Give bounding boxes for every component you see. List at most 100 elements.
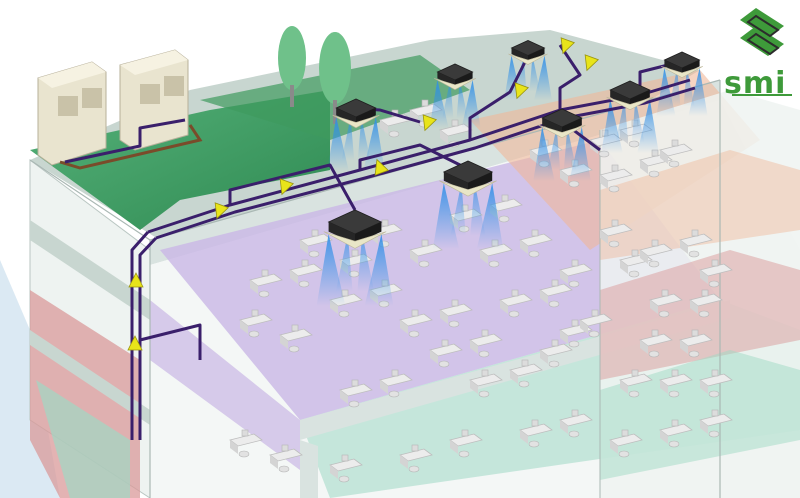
chair-icon (458, 450, 470, 458)
desk-icon (599, 219, 633, 244)
desk-icon (249, 269, 283, 294)
chair-icon (348, 400, 360, 408)
desk-icon (329, 454, 363, 479)
desk-icon (689, 289, 723, 314)
desk-icon (239, 309, 273, 334)
desk-icon (699, 259, 733, 284)
chair-icon (388, 390, 400, 398)
desk-icon (649, 289, 683, 314)
floor-green-zone (36, 380, 130, 498)
pipe-branch-2 (358, 143, 471, 172)
chair-icon (408, 465, 420, 473)
chair-icon (628, 270, 640, 278)
desk-icon (579, 309, 613, 334)
chair-icon (688, 350, 700, 358)
desk-icon (659, 139, 693, 164)
chair-icon (688, 250, 700, 258)
chair-icon (708, 390, 720, 398)
chair-icon (648, 260, 660, 268)
ceiling-cassette-icon (439, 160, 497, 197)
chair-icon (658, 310, 670, 318)
desk-icon (639, 329, 673, 354)
chair-icon (528, 250, 540, 258)
flow-arrow-icon (514, 82, 530, 100)
desk-icon (439, 299, 473, 324)
desk-icon (399, 309, 433, 334)
desk-icon (679, 329, 713, 354)
chair-icon (568, 340, 580, 348)
air-flow-cone (533, 127, 591, 181)
chair-icon (258, 290, 270, 298)
flow-arrow-icon (374, 158, 390, 176)
pipe-trunk-2 (155, 86, 696, 240)
desk-icon (469, 369, 503, 394)
chair-icon (418, 260, 430, 268)
flow-arrow-icon (279, 178, 295, 196)
indoor-units-group (323, 40, 703, 249)
pipe-riser-inner (138, 236, 158, 440)
chair-icon (668, 390, 680, 398)
flow-arrow-icon (584, 54, 600, 72)
chair-icon (488, 260, 500, 268)
desk-icon (619, 369, 653, 394)
chair-icon (618, 450, 630, 458)
office-purple-lower (150, 300, 300, 470)
desk-icon (699, 409, 733, 434)
air-flow-cone (656, 68, 708, 116)
desk-icon (519, 419, 553, 444)
desk-icon (539, 279, 573, 304)
right-orange-zone (600, 150, 800, 260)
chair-icon (288, 345, 300, 353)
flow-arrow-icon (214, 202, 230, 220)
outdoor-unit-icon (37, 61, 107, 166)
desk-icon (539, 339, 573, 364)
chair-icon (388, 130, 400, 138)
desk-icon (659, 369, 693, 394)
desk-icon (519, 229, 553, 254)
pipe-lower-floor (139, 323, 202, 360)
logo-text: smi (724, 66, 787, 101)
desk-icon (339, 379, 373, 404)
chair-icon (608, 185, 620, 193)
chair-icon (568, 430, 580, 438)
right-green-zone (600, 350, 800, 480)
desk-icon (429, 339, 463, 364)
desk-icon (659, 419, 693, 444)
desk-icon (449, 429, 483, 454)
desk-icon (299, 229, 333, 254)
outdoor-unit-icon (119, 49, 189, 151)
chair-icon (548, 300, 560, 308)
air-flow-cone (316, 234, 394, 306)
office-furniture (229, 99, 733, 483)
ground-pipe (59, 124, 203, 170)
ceiling-cassette-icon (508, 40, 548, 65)
desk-icon (379, 369, 413, 394)
chair-icon (478, 350, 490, 358)
air-flow-cone (601, 99, 659, 153)
desk-icon (399, 444, 433, 469)
pipe-branch-5 (558, 44, 582, 110)
lower-floors (29, 159, 151, 498)
ceiling-cassette-icon (323, 209, 387, 249)
desk-icon (559, 259, 593, 284)
pipe-outdoor-link (64, 118, 186, 164)
chair-icon (608, 240, 620, 248)
chair-icon (248, 330, 260, 338)
logo-mark (732, 8, 792, 96)
chair-icon (308, 250, 320, 258)
ceiling-cassette-icon (661, 51, 703, 78)
roof-garden-zone (30, 90, 330, 230)
desk-icon (599, 164, 633, 189)
chair-icon (448, 320, 460, 328)
desk-icon (269, 444, 303, 469)
chair-icon (708, 430, 720, 438)
slab-left-2 (30, 330, 150, 425)
ceiling-cassette-icon (606, 80, 654, 111)
slab-left-1 (30, 220, 150, 320)
chair-icon (648, 350, 660, 358)
desk-icon (509, 359, 543, 384)
ceiling-cassette-icon (332, 98, 380, 129)
chair-icon (698, 310, 710, 318)
tree-icon (278, 26, 306, 107)
